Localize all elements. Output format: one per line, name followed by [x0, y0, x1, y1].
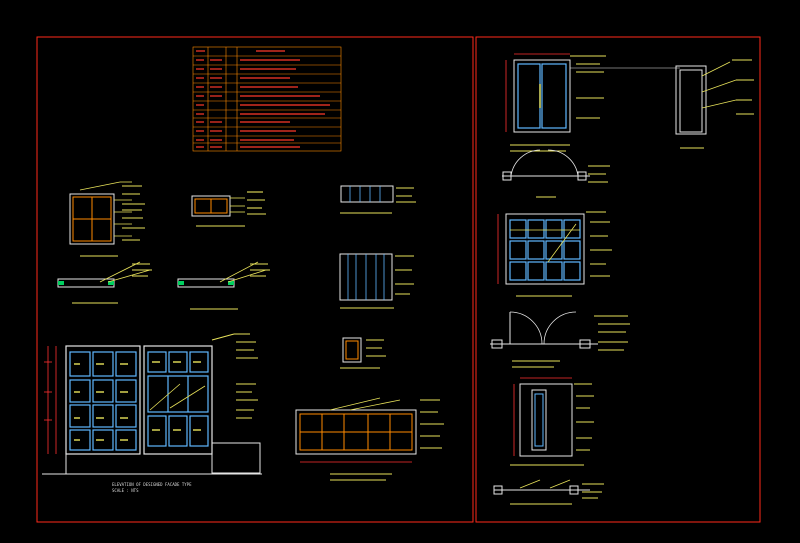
door-swing-plan-2: [490, 311, 630, 368]
facade-caption-line2: SCALE : NTS: [112, 488, 139, 493]
facade-elevation: ELEVATION OF DESIGNED FACADE TYPE SCALE …: [42, 333, 262, 493]
window-plan-strip-2: [177, 261, 270, 310]
sheet-border: [36, 36, 761, 523]
threshold-plan-detail: [493, 479, 604, 505]
louvre-detail-1: [340, 185, 416, 214]
louvre-detail-2: [339, 253, 414, 309]
door-swing-plan-1: [502, 149, 610, 198]
schedule-table: [192, 46, 342, 152]
window-plan-strip-1: [57, 261, 152, 304]
door-type-elevation: [675, 59, 754, 149]
facade-caption-line1: ELEVATION OF DESIGNED FACADE TYPE: [112, 482, 192, 487]
window-detail-1: [69, 181, 145, 257]
door-elevation-bottom: [510, 377, 594, 466]
window-detail-2: [191, 191, 266, 227]
small-window-detail-3: [340, 337, 386, 369]
door-elevation-type-a: [505, 53, 680, 152]
glazed-partition-elevation: [497, 211, 612, 297]
ribbon-window-elevation: [295, 397, 444, 481]
